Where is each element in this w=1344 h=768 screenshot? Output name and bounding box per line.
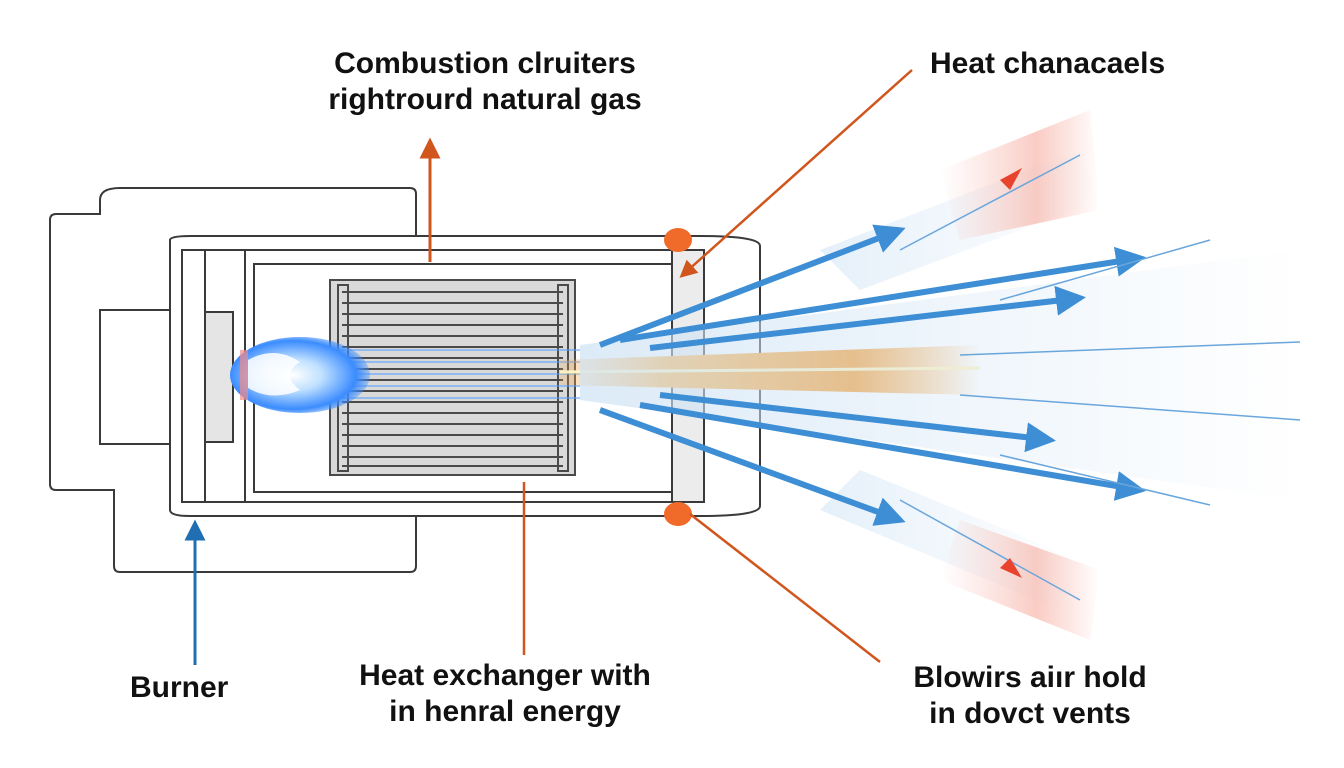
air-arrow-1 <box>598 224 906 348</box>
burner-flame-icon <box>230 337 370 413</box>
air-arrow-2 <box>619 246 1146 343</box>
label-blowers-line2: in dovct vents <box>929 697 1131 730</box>
air-arrow-5 <box>598 407 906 526</box>
red-marker-bottom <box>1000 558 1022 578</box>
label-combustion-line1: Combustion clruiters <box>334 47 636 80</box>
air-flow-arrows <box>598 224 1146 526</box>
leader-heat-channels <box>679 69 913 278</box>
label-combustion: Combustion clruiters rightrourd natural … <box>300 46 670 118</box>
label-combustion-line2: rightrourd natural gas <box>328 83 642 116</box>
seal-bottom <box>664 502 692 526</box>
seal-top <box>664 228 692 252</box>
label-heat-channels: Heat chanacaels <box>930 47 1166 80</box>
air-arrow-3 <box>649 285 1086 351</box>
air-flow-thin-lines <box>899 154 1301 601</box>
label-heat-exchanger: Heat exchanger with in henral energy <box>320 658 690 730</box>
label-exchanger-line2: in henral energy <box>389 695 621 728</box>
label-blowers: Blowirs aiır hold in dovct vents <box>880 660 1180 732</box>
label-blowers-line1: Blowirs aiır hold <box>913 661 1147 694</box>
air-haze <box>580 110 1300 640</box>
red-marker-top <box>1000 168 1022 190</box>
label-exchanger-line1: Heat exchanger with <box>359 659 651 692</box>
leader-blowers <box>689 513 881 663</box>
air-arrow-6 <box>659 392 1056 453</box>
air-arrow-4 <box>639 402 1146 501</box>
label-burner: Burner <box>130 671 229 704</box>
